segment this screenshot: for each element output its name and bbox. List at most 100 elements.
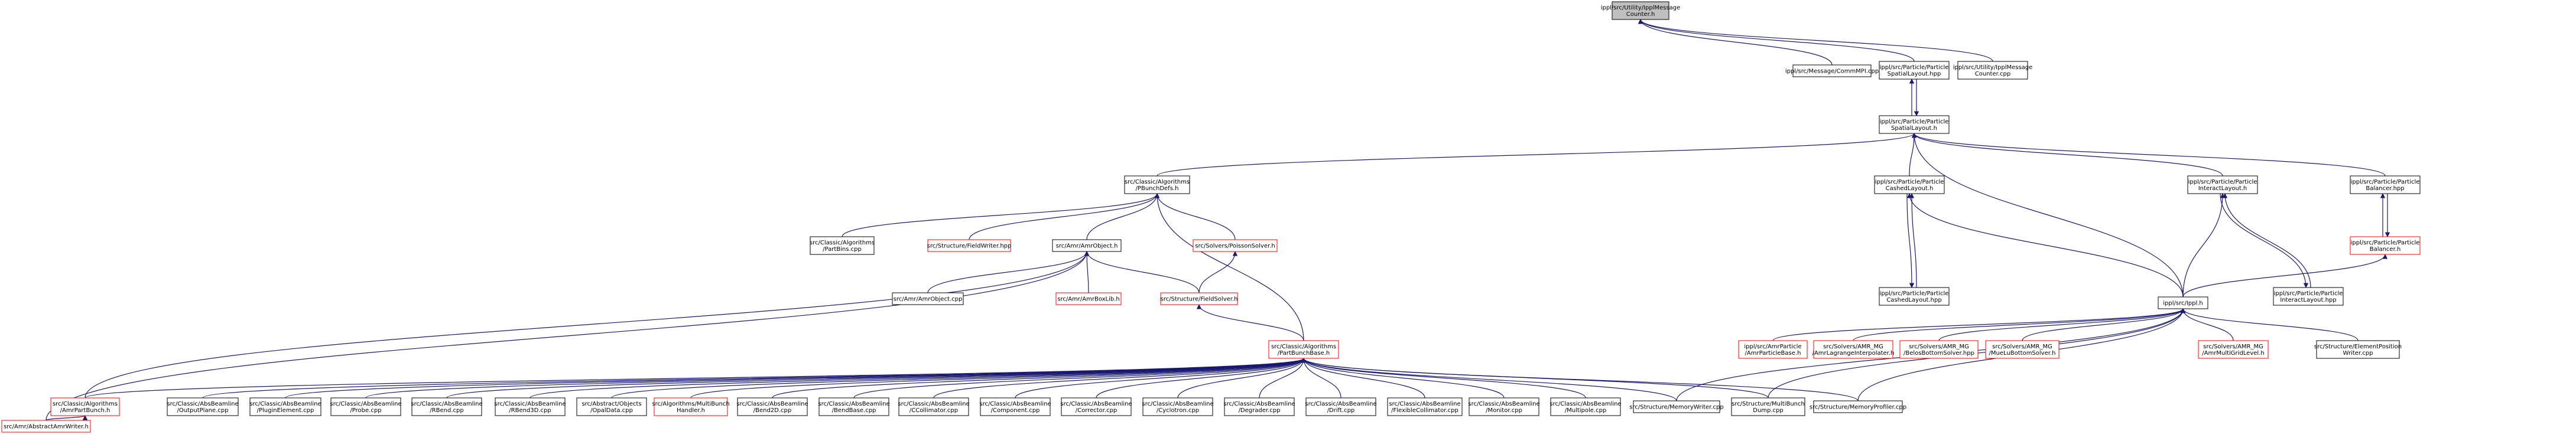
file-node-label: src/Amr/AmrObject.cpp — [894, 296, 963, 303]
file-node-rbend-cpp[interactable]: src/Classic/AbsBeamline/RBend.cpp — [411, 397, 483, 416]
file-node-cachedlayout-hpp[interactable]: ippl/src/Particle/ParticleCashedLayout.h… — [1879, 287, 1950, 306]
file-node-fieldwriter-hpp[interactable]: src/Structure/FieldWriter.hpp — [927, 239, 1012, 252]
file-node-poissonsolver-h[interactable]: src/Solvers/PoissonSolver.h — [1193, 239, 1278, 252]
include-edge — [85, 251, 1090, 398]
file-node-memoryprofiler-cpp[interactable]: src/Structure/MemoryProfiler.cpp — [1810, 400, 1906, 413]
file-node-spatiallayout-hpp[interactable]: ippl/src/Particle/ParticleSpatialLayout.… — [1879, 61, 1950, 80]
file-node-label: src/Solvers/AMR_MG — [1992, 344, 2052, 350]
file-node-probe-cpp[interactable]: src/Classic/AbsBeamline/Probe.cpp — [330, 397, 402, 416]
file-node-label: src/Classic/Algorithms — [810, 240, 875, 246]
include-edge — [1638, 19, 1833, 66]
file-node-label: src/Classic/AbsBeamline — [818, 401, 889, 407]
include-edge — [1301, 358, 1859, 401]
file-node-mueluttomsolver-h[interactable]: src/Solvers/AMR_MG/MueLuBottomSolver.h — [1985, 340, 2059, 359]
file-node-label: src/Classic/AbsBeamline — [1468, 401, 1539, 407]
file-node-degrader-cpp[interactable]: src/Classic/AbsBeamline/Degrader.cpp — [1223, 397, 1295, 416]
file-node-label: SpatialLayout.hpp — [1888, 71, 1941, 77]
include-edge — [1638, 19, 1993, 62]
file-node-label: Writer.cpp — [2343, 350, 2373, 357]
file-node-label: /Cyclotron.cpp — [1157, 407, 1199, 414]
file-node-bend2d-cpp[interactable]: src/Classic/AbsBeamline/Bend2D.cpp — [736, 397, 808, 416]
include-edge — [1015, 358, 1307, 398]
file-node-interactlayout-hpp[interactable]: ippl/src/Particle/ParticleInteractLayout… — [2273, 287, 2344, 306]
file-node-label: /PluginElement.cpp — [257, 407, 314, 414]
file-node-corrector-cpp[interactable]: src/Classic/AbsBeamline/Corrector.cpp — [1060, 397, 1132, 416]
file-node-label: Balancer.hpp — [2366, 185, 2404, 192]
file-node-label: /PartBunchBase.h — [1278, 350, 1330, 357]
file-node-label: ippl/src/Message/CommMPI.cpp — [1785, 68, 1879, 75]
file-node-label: src/Classic/AbsBeamline — [1389, 401, 1460, 407]
include-edge — [1084, 251, 1090, 293]
include-edge — [933, 358, 1307, 398]
file-node-flexiblecollimator-cpp[interactable]: src/Classic/AbsBeamline/FlexibleCollimat… — [1387, 397, 1463, 416]
file-node-label: src/Classic/AbsBeamline — [736, 401, 808, 407]
file-node-partbins-cpp[interactable]: src/Classic/Algorithms/PartBins.cpp — [810, 236, 875, 255]
file-node-memorywriter-cpp[interactable]: src/Structure/MemoryWriter.cpp — [1629, 400, 1724, 413]
include-edge — [1911, 133, 2386, 177]
file-node-partbunchbase-h[interactable]: src/Classic/Algorithms/PartBunchBase.h — [1268, 340, 1339, 359]
include-edge — [2220, 193, 2309, 288]
file-node-amrmultigridlevel-h[interactable]: src/Solvers/AMR_MG/AmrMultiGridLevel.h — [2198, 340, 2269, 359]
file-node-label: src/Classic/AbsBeamline — [1223, 401, 1295, 407]
file-node-amrobject-cpp[interactable]: src/Amr/AmrObject.cpp — [892, 292, 964, 305]
include-edge — [2180, 308, 2234, 341]
include-edge — [2022, 308, 2186, 341]
file-node-label: src/Solvers/AMR_MG — [1823, 344, 1883, 350]
file-node-label: src/Algorithms/MultiBunch — [652, 401, 729, 407]
file-node-label: src/Solvers/AMR_MG — [2203, 344, 2263, 350]
file-node-bottomsolver-hpp[interactable]: src/Solvers/AMR_MG/BelosBottomSolver.hpp — [1899, 340, 1979, 359]
include-edge — [1196, 304, 1304, 341]
file-node-bendbase-cpp[interactable]: src/Classic/AbsBeamline/BendBase.cpp — [818, 397, 890, 416]
file-node-outputplane-cpp[interactable]: src/Classic/AbsBeamline/OutputPlane.cpp — [167, 397, 239, 416]
include-edge — [1853, 308, 2186, 341]
file-node-pbunchdefs-h[interactable]: src/Classic/Algorithms/PBunchDefs.h — [1124, 175, 1190, 194]
file-node-cyclotron-cpp[interactable]: src/Classic/AbsBeamline/Cyclotron.cpp — [1142, 397, 1214, 416]
file-node-amrlagrange-h[interactable]: src/Solvers/AMR_MG/AmrLagrangeInterpolat… — [1812, 340, 1895, 359]
file-node-amrboxlib-h[interactable]: src/Amr/AmrBoxLib.h — [1055, 292, 1122, 305]
include-edge — [1772, 308, 2186, 341]
file-node-label: ippl/src/Particle/Particle — [1880, 64, 1949, 71]
file-node-interactlayout-h[interactable]: ippl/src/Particle/ParticleInteractLayout… — [2187, 175, 2258, 194]
include-edge — [1086, 193, 1160, 240]
file-node-label: src/Classic/Algorithms — [53, 401, 118, 407]
file-node-opaldata-cpp[interactable]: src/Abstract/Objects/OpalData.cpp — [576, 397, 647, 416]
file-node-ippl-h[interactable]: ippl/src/Ippl.h — [2158, 296, 2208, 309]
file-node-rbend3d-cpp[interactable]: src/Classic/AbsBeamline/RBend3D.cpp — [494, 397, 566, 416]
file-node-component-cpp[interactable]: src/Classic/AbsBeamline/Component.cpp — [979, 397, 1051, 416]
file-node-spatiallayout-h[interactable]: ippl/src/Particle/ParticleSpatialLayout.… — [1879, 115, 1950, 134]
file-node-commmpi-cpp[interactable]: ippl/src/Message/CommMPI.cpp — [1785, 64, 1879, 77]
file-node-multipole-cpp[interactable]: src/Classic/AbsBeamline/Multipole.cpp — [1550, 397, 1622, 416]
file-node-label: /MueLuBottomSolver.h — [1989, 350, 2056, 357]
file-node-amrabstractamrwriter-h[interactable]: src/Amr/AbstractAmrWriter.h — [1, 420, 91, 433]
file-node-amrpartbunch-h[interactable]: src/Classic/Algorithms/AmrPartBunch.h — [50, 397, 120, 416]
file-node-label: /Drift.cpp — [1327, 407, 1355, 414]
file-node-pluginelement-cpp[interactable]: src/Classic/AbsBeamline/PluginElement.cp… — [249, 397, 321, 416]
include-edge — [1301, 358, 1586, 398]
include-edge — [530, 358, 1306, 398]
file-node-label: /Corrector.cpp — [1076, 407, 1118, 414]
file-node-fieldsolver-h[interactable]: src/Structure/FieldSolver.h — [1160, 292, 1238, 305]
file-node-amrparticlebase-h[interactable]: ippl/src/AmrParticle/AmrParticleBase.h — [1738, 340, 1808, 359]
include-edge — [1259, 358, 1307, 398]
include-edge — [927, 251, 1090, 293]
include-edge — [1301, 358, 1677, 401]
include-edge — [46, 251, 1090, 421]
include-edge — [1906, 193, 1915, 288]
file-node-amrobject-h[interactable]: src/Amr/AmrObject.h — [1052, 239, 1122, 252]
file-node-label: ippl/src/Utility/IpplMessage — [1953, 64, 2033, 71]
file-node-label: ippl/src/Particle/Particle — [2274, 290, 2343, 297]
include-edge — [1301, 358, 1425, 398]
file-node-monitor-cpp[interactable]: src/Classic/AbsBeamline/Monitor.cpp — [1468, 397, 1540, 416]
include-edge — [853, 358, 1307, 398]
file-node-drift-cpp[interactable]: src/Classic/AbsBeamline/Drift.cpp — [1305, 397, 1377, 416]
include-edge — [1198, 251, 1238, 293]
file-node-ccollimator-cpp[interactable]: src/Classic/AbsBeamline/CCollimator.cpp — [898, 397, 970, 416]
